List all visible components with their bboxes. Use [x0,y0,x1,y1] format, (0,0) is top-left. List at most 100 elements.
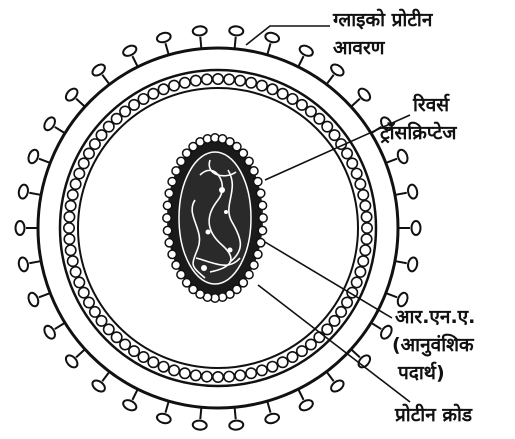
protein-bead [96,316,106,326]
glycoprotein-spike [298,44,315,67]
protein-bead [96,130,106,140]
protein-bead [352,168,362,178]
glycoprotein-spike [42,323,65,341]
protein-bead [277,357,287,367]
protein-bead [267,84,277,94]
protein-bead [104,324,114,334]
glycoprotein-spike [395,184,418,199]
protein-bead [79,287,89,297]
protein-bead [257,80,267,90]
core-bead [258,201,266,209]
leader-envelope [246,26,330,45]
protein-bead [64,234,74,244]
glycoprotein-spike [298,389,315,412]
protein-bead [361,234,371,244]
glycoprotein-spike [351,86,372,106]
protein-bead [306,106,316,116]
protein-bead [246,78,256,88]
label-envelope-line2: आवरण [333,36,385,60]
protein-bead [84,148,94,158]
protein-bead [297,346,307,356]
protein-bead [202,371,212,381]
core-bead [256,189,264,197]
protein-bead [74,168,84,178]
core-bead [245,157,253,165]
protein-bead [70,179,80,189]
glycoprotein-spike [264,31,280,55]
protein-bead [246,368,256,378]
protein-bead [129,100,139,110]
core-bead [177,157,185,165]
protein-bead [74,277,84,287]
glycoprotein-spike [90,372,109,394]
glycoprotein-spike [90,62,109,84]
protein-bead [138,94,148,104]
protein-bead [336,307,346,317]
protein-bead [277,89,287,99]
core-bead [163,214,171,222]
label-rna-line2: (आनुवंशिक [392,333,474,357]
glycoprotein-spike [27,291,51,307]
core-bead [239,279,247,287]
protein-bead [352,277,362,287]
protein-bead [120,106,130,116]
core-bead [250,261,258,269]
core-bead [183,279,191,287]
glycoprotein-spike [192,407,207,430]
protein-bead [306,339,316,349]
glycoprotein-spike [156,31,172,55]
glycoprotein-spike [398,221,421,235]
core-bead [165,239,173,247]
label-rna-line1: आर.एन.ए. [395,305,475,329]
protein-bead [68,190,78,200]
protein-bead [169,365,179,375]
protein-bead [191,370,201,380]
protein-bead [342,297,352,307]
protein-bead [329,316,339,326]
protein-bead [148,357,158,367]
protein-bead [235,75,245,85]
label-rna-line3: पदार्थ) [398,361,445,385]
protein-bead [79,158,89,168]
core-bead [239,149,247,157]
label-core: प्रोटीन क्रोड [395,403,472,427]
glycoprotein-spike [229,26,244,49]
core-bead [258,226,266,234]
protein-bead [362,223,372,233]
protein-bead [224,74,234,84]
core-bead [165,189,173,197]
protein-bead [355,267,365,277]
glycoprotein-spike [121,389,138,412]
glycoprotein-spike [229,407,244,430]
protein-bead [360,201,370,211]
protein-bead [64,223,74,233]
core-bead [163,226,171,234]
protein-bead [158,362,168,372]
core-bead [259,214,267,222]
protein-bead [180,368,190,378]
protein-bead [267,362,277,372]
core-bead [254,250,262,258]
protein-bead [90,307,100,317]
protein-bead [120,339,130,349]
protein-bead [180,78,190,88]
protein-bead [287,94,297,104]
protein-bead [68,256,78,266]
glycoprotein-spike [371,323,394,341]
protein-bead [148,89,158,99]
protein-bead [257,365,267,375]
label-enzyme-line2: ट्रॉसक्रिप्टेज [380,121,456,145]
core-bead [233,143,241,151]
protein-bead [65,245,75,255]
core-bead [183,149,191,157]
protein-bead [84,297,94,307]
glycoprotein-spike [326,62,345,84]
protein-bead [224,371,234,381]
protein-bead [111,114,121,124]
protein-bead [235,370,245,380]
protein-bead [129,346,139,356]
protein-bead [213,372,223,382]
protein-bead [213,74,223,84]
glycoprotein-spike [121,44,138,67]
